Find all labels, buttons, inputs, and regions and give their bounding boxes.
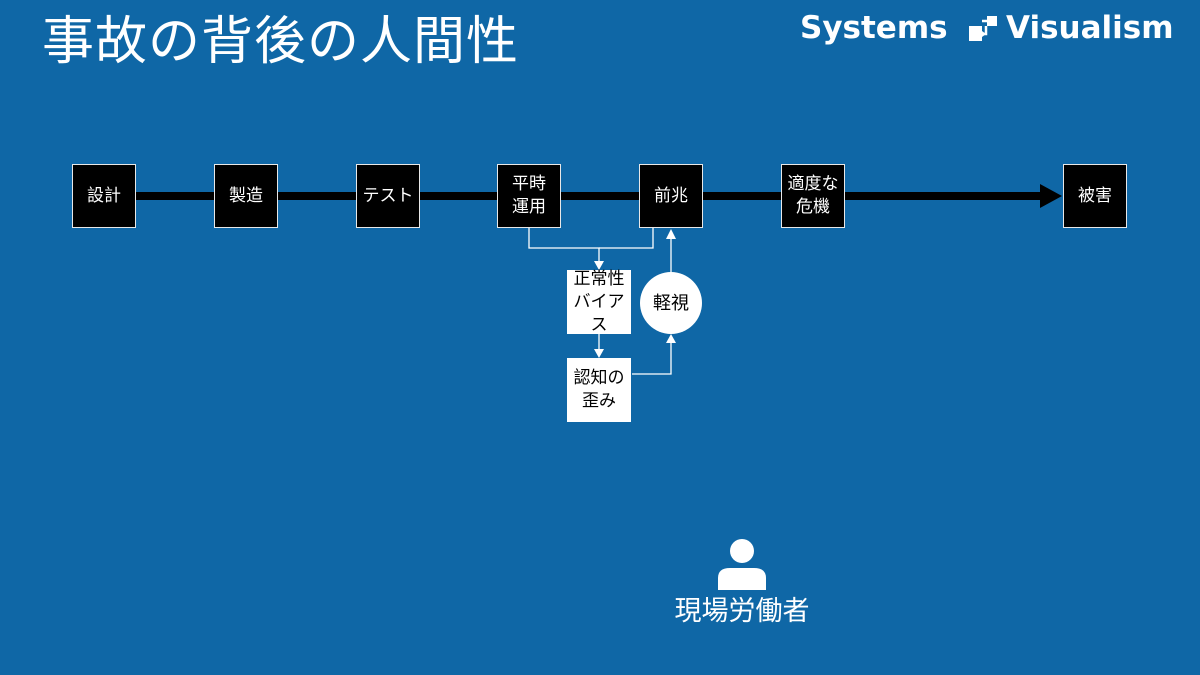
timeline-node-design: 設計: [72, 164, 136, 228]
logo-text-left: Systems: [800, 10, 948, 46]
worker-label: 現場労働者: [674, 596, 810, 627]
timeline-node-test: テスト: [356, 164, 420, 228]
arrowhead-to-precursor: [666, 229, 676, 239]
connector-operation-to-bias: [528, 228, 600, 262]
arrowhead-to-distortion: [594, 349, 604, 358]
timeline-node-precursor: 前兆: [639, 164, 703, 228]
systems-visualism-logo-icon: [969, 16, 997, 41]
arrowhead-to-disregard: [666, 334, 676, 343]
slide-title: 事故の背後の人間性: [42, 12, 520, 72]
arrowhead-to-bias: [594, 261, 604, 270]
logo-text-right: Visualism: [1006, 10, 1174, 46]
timeline-arrowhead: [1040, 184, 1062, 208]
brand-logo: Systems Visualism: [800, 6, 1192, 50]
cognitive-distortion-node: 認知の 歪み: [567, 358, 631, 422]
timeline-node-normal-operation: 平時 運用: [497, 164, 561, 228]
timeline-node-manufacturing: 製造: [214, 164, 278, 228]
connector-distortion-to-disregard: [632, 342, 672, 375]
connector-precursor-to-bias: [599, 228, 654, 249]
disregard-node: 軽視: [640, 272, 702, 334]
timeline-node-damage: 被害: [1063, 164, 1127, 228]
timeline-node-moderate-crisis: 適度な 危機: [781, 164, 845, 228]
normalcy-bias-node: 正常性 バイアス: [567, 269, 631, 335]
person-icon: [718, 539, 766, 590]
